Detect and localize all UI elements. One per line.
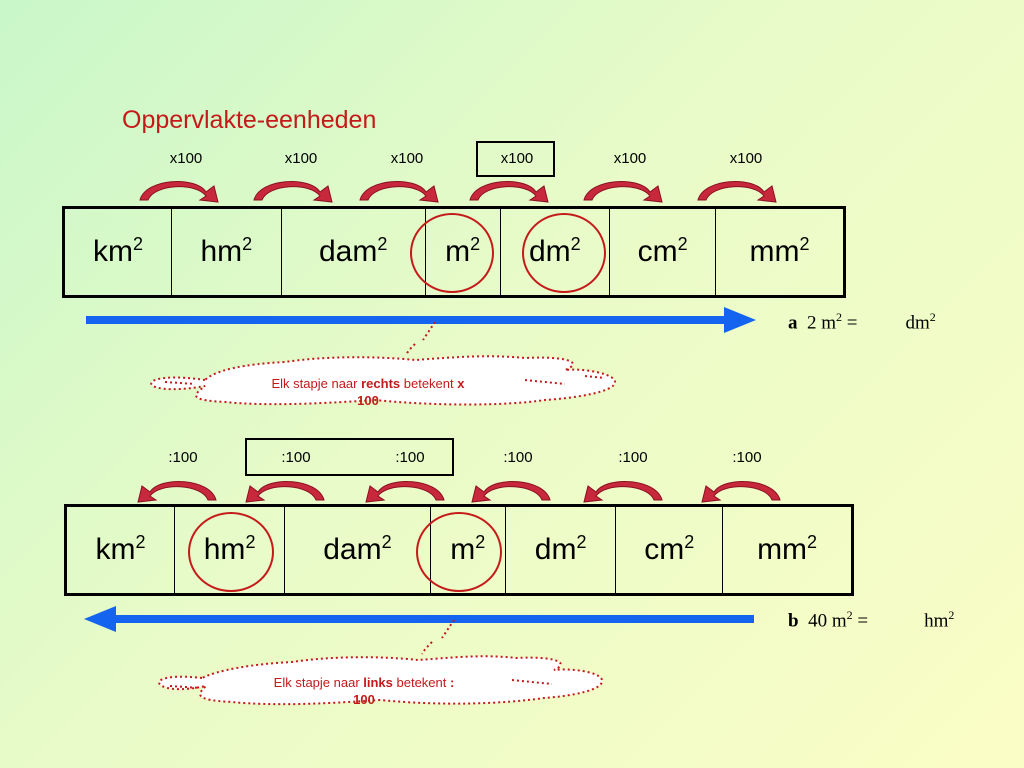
curve-arrow-left-icon	[137, 481, 217, 503]
blue-arrow-left-icon	[84, 606, 754, 632]
units-table-top: km2 hm2 dam2 m2 dm2 cm2 mm2	[62, 206, 846, 298]
curve-arrow-right-icon	[469, 181, 549, 203]
unit-cell-dam2: dam2	[280, 207, 426, 297]
curve-arrow-right-icon	[253, 181, 333, 203]
curved-arrows-left	[137, 481, 781, 503]
curve-arrow-right-icon	[583, 181, 663, 203]
curve-arrow-left-icon	[365, 481, 445, 503]
curve-arrow-right-icon	[697, 181, 777, 203]
top-op-2: x100	[284, 150, 318, 167]
unit-cell-m2: m2	[424, 207, 501, 297]
speech-cloud-bottom	[158, 619, 603, 706]
top-op-5: x100	[613, 150, 647, 167]
bottom-op-4: :100	[503, 449, 533, 466]
exercise-a: a 2 m2 =dm2	[788, 310, 936, 334]
unit-cell-km2: km2	[62, 207, 173, 297]
speech-cloud-top	[150, 321, 617, 406]
bottom-op-5: :100	[618, 449, 648, 466]
curve-arrow-left-icon	[583, 481, 663, 503]
unit-cell-cm2: cm2	[615, 505, 724, 595]
units-table-bottom: km2 hm2 dam2 m2 dm2 cm2 mm2	[64, 504, 854, 596]
curve-arrow-right-icon	[139, 181, 219, 203]
curve-arrow-left-icon	[701, 481, 781, 503]
exercise-b: b 40 m2 =hm2	[788, 608, 955, 632]
top-op-3: x100	[390, 150, 424, 167]
bottom-op-3: :100	[395, 449, 425, 466]
unit-cell-mm2: mm2	[715, 207, 845, 297]
unit-cell-dam2: dam2	[284, 505, 431, 595]
blue-arrow-right-icon	[86, 307, 756, 333]
curve-arrow-right-icon	[359, 181, 439, 203]
unit-cell-hm2: hm2	[173, 505, 286, 595]
bottom-op-1: :100	[168, 449, 198, 466]
unit-cell-dm2: dm2	[504, 505, 617, 595]
curve-arrow-left-icon	[245, 481, 325, 503]
top-op-4: x100	[500, 150, 534, 167]
top-op-1: x100	[169, 150, 203, 167]
unit-cell-mm2: mm2	[722, 505, 853, 595]
unit-cell-m2: m2	[429, 505, 506, 595]
page-title: Oppervlakte-eenheden	[122, 106, 377, 134]
unit-cell-cm2: cm2	[609, 207, 717, 297]
unit-cell-hm2: hm2	[171, 207, 282, 297]
unit-cell-km2: km2	[65, 505, 175, 595]
unit-cell-dm2: dm2	[499, 207, 611, 297]
highlight-box-top	[476, 141, 555, 177]
highlight-box-bottom	[245, 438, 454, 476]
top-op-6: x100	[729, 150, 763, 167]
curved-arrows-right	[139, 181, 777, 203]
bottom-op-6: :100	[732, 449, 762, 466]
bottom-op-2: :100	[281, 449, 311, 466]
cloud-bottom-text: Elk stapje naar links betekent :100	[273, 675, 455, 707]
curve-arrow-left-icon	[471, 481, 551, 503]
